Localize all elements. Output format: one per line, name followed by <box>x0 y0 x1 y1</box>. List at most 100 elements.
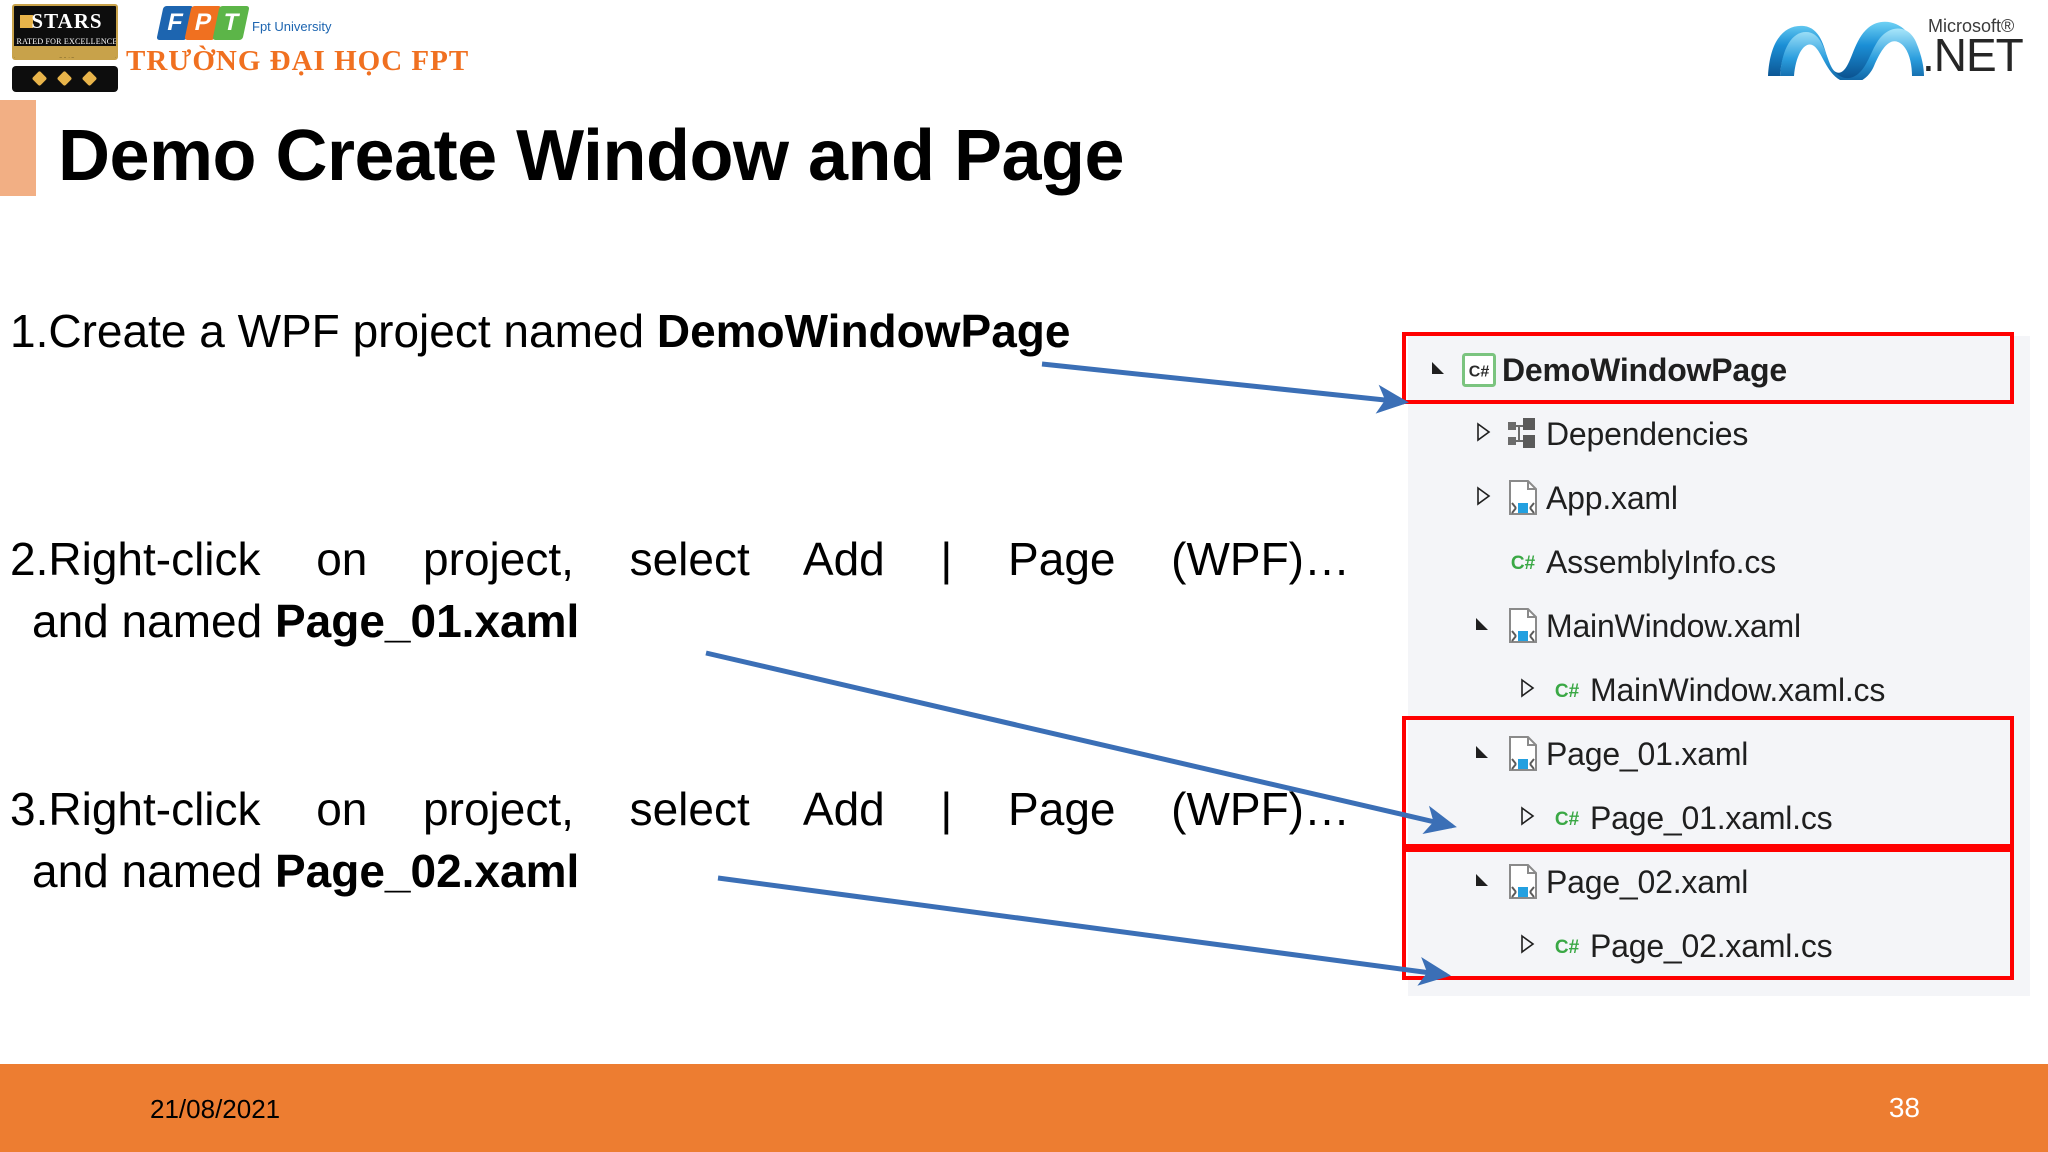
svg-text:C#: C# <box>1511 553 1536 574</box>
callout-arrow-1 <box>1041 361 1409 414</box>
step-1-emphasis: DemoWindowPage <box>656 305 1071 357</box>
xaml-file-icon <box>1509 480 1537 515</box>
tree-item-page_02-xaml[interactable]: Page_02.xaml <box>1466 850 1748 914</box>
tree-item-label: Page_01.xaml.cs <box>1590 799 1833 836</box>
stars-badge-year: 2012 <box>14 56 116 58</box>
xaml-file-icon <box>1500 735 1546 773</box>
step-3-line-1: 3.Right-click on project, select Add | P… <box>10 778 1350 840</box>
tree-item-label: Dependencies <box>1546 415 1749 452</box>
footer-page-number: 38 <box>1888 1092 1920 1123</box>
step-1-text: Create a WPF project named <box>48 305 657 357</box>
step-1-number: 1. <box>10 305 49 357</box>
dotnet-swoosh-icon <box>1768 21 1924 80</box>
chevron-expanded-icon[interactable] <box>1473 614 1493 634</box>
step-3-emphasis: Page_02.xaml <box>274 845 580 897</box>
tree-item-mainwindow-xaml[interactable]: MainWindow.xaml <box>1466 594 1801 658</box>
tree-item-mainwindow-xaml-cs[interactable]: C# MainWindow.xaml.cs <box>1510 658 1885 722</box>
tree-item-assemblyinfo-cs[interactable]: C# AssemblyInfo.cs <box>1466 530 1776 594</box>
chevron-collapsed-icon[interactable] <box>1517 805 1537 826</box>
chevron-collapsed-icon[interactable] <box>1517 677 1537 698</box>
chevron-collapsed-icon[interactable] <box>1473 421 1493 442</box>
stars-square-mark <box>20 15 33 28</box>
chevron-expanded-icon[interactable] <box>1429 358 1449 378</box>
xaml-file-icon <box>1509 864 1537 899</box>
tree-item-label: Page_02.xaml <box>1546 863 1749 900</box>
step-3-number: 3. <box>10 783 49 835</box>
svg-text:C#: C# <box>1555 937 1580 958</box>
step-item-2: 2.Right-click on project, select Add | P… <box>10 528 1350 652</box>
dependencies-icon <box>1500 417 1546 451</box>
stars-badge-bottom <box>12 66 118 92</box>
fpt-university-vietnamese-label: TRƯỜNG ĐẠI HỌC FPT <box>126 45 470 77</box>
step-2-line-1: 2.Right-click on project, select Add | P… <box>10 528 1350 590</box>
csharp-file-icon: C# <box>1555 681 1580 702</box>
csharp-file-icon: C# <box>1500 545 1546 579</box>
svg-text:C#: C# <box>1555 681 1580 702</box>
csharp-file-icon: C# <box>1544 929 1590 963</box>
tree-expander[interactable] <box>1466 742 1500 767</box>
xaml-file-icon <box>1500 607 1546 645</box>
stars-diamond-icon <box>81 70 98 87</box>
step-3-text-2: and named <box>32 845 275 897</box>
tree-item-page_02-xaml-cs[interactable]: C# Page_02.xaml.cs <box>1510 914 1833 978</box>
step-2-line-2: and named Page_01.xaml <box>10 590 1350 652</box>
stars-diamond-icon <box>56 70 73 87</box>
tree-item-label: MainWindow.xaml.cs <box>1590 671 1886 708</box>
tree-expander[interactable] <box>1422 358 1456 383</box>
xaml-file-icon <box>1500 479 1546 517</box>
chevron-collapsed-icon[interactable] <box>1517 933 1537 954</box>
step-3-text: Right-click on project, select Add | Pag… <box>48 783 1350 835</box>
tree-expander[interactable] <box>1466 614 1500 639</box>
fpt-letter-t: T <box>212 6 250 40</box>
tree-item-page_01-xaml[interactable]: Page_01.xaml <box>1466 722 1748 786</box>
tree-expander[interactable] <box>1510 677 1544 703</box>
csharp-file-icon: C# <box>1511 553 1536 574</box>
csharp-file-icon: C# <box>1555 937 1580 958</box>
chevron-expanded-icon[interactable] <box>1473 870 1493 890</box>
tree-item-demowindowpage[interactable]: C# DemoWindowPage <box>1422 338 1787 402</box>
dotnet-wordmark: .NET <box>1922 29 2024 81</box>
tree-item-label: App.xaml <box>1546 479 1678 516</box>
xaml-file-icon <box>1509 736 1537 771</box>
tree-item-label: Page_01.xaml <box>1546 735 1749 772</box>
chevron-collapsed-icon[interactable] <box>1473 485 1493 506</box>
stars-badge-top: STARS RATED FOR EXCELLENCE 2012 <box>12 4 118 60</box>
tree-item-dependencies[interactable]: Dependencies <box>1466 402 1748 466</box>
csharp-file-icon: C# <box>1544 673 1590 707</box>
step-item-1: 1.Create a WPF project named DemoWindowP… <box>10 300 1350 362</box>
tree-expander[interactable] <box>1466 421 1500 447</box>
csharp-project-icon: C# <box>1462 353 1496 387</box>
tree-expander[interactable] <box>1466 485 1500 511</box>
tree-item-page_01-xaml-cs[interactable]: C# Page_01.xaml.cs <box>1510 786 1833 850</box>
tree-expander[interactable] <box>1466 870 1500 895</box>
stars-badge-word: STARS <box>31 9 103 33</box>
microsoft-dotnet-logo: Microsoft® .NET <box>1764 14 2034 86</box>
tree-item-label: Page_02.xaml.cs <box>1590 927 1833 964</box>
microsoft-wordmark: Microsoft® <box>1928 16 2015 36</box>
step-item-3: 3.Right-click on project, select Add | P… <box>10 778 1350 902</box>
csharp-project-icon: C# <box>1456 352 1502 388</box>
step-2-emphasis: Page_01.xaml <box>274 595 580 647</box>
step-2-text-2: and named <box>32 595 275 647</box>
slide-footer: 21/08/2021 38 <box>0 1064 2048 1152</box>
fpt-university-label: Fpt University <box>252 19 332 34</box>
xaml-file-icon <box>1509 608 1537 643</box>
title-accent-bar <box>0 100 36 196</box>
chevron-expanded-icon[interactable] <box>1473 742 1493 762</box>
tree-item-label: DemoWindowPage <box>1502 351 1787 388</box>
tree-expander[interactable] <box>1510 933 1544 959</box>
tree-expander[interactable] <box>1510 805 1544 831</box>
stars-badge-tagline: RATED FOR EXCELLENCE <box>16 37 118 46</box>
page-title: Demo Create Window and Page <box>58 116 1125 196</box>
xaml-file-icon <box>1500 863 1546 901</box>
csharp-file-icon: C# <box>1555 809 1580 830</box>
tree-item-label: MainWindow.xaml <box>1546 607 1801 644</box>
tree-item-app-xaml[interactable]: App.xaml <box>1466 466 1678 530</box>
stars-award-logo: STARS RATED FOR EXCELLENCE 2012 <box>12 4 118 92</box>
step-2-text: Right-click on project, select Add | Pag… <box>48 533 1350 585</box>
tree-item-label: AssemblyInfo.cs <box>1546 543 1776 580</box>
fpt-university-logo: F P T Fpt University <box>156 6 331 44</box>
svg-text:C#: C# <box>1469 364 1490 381</box>
